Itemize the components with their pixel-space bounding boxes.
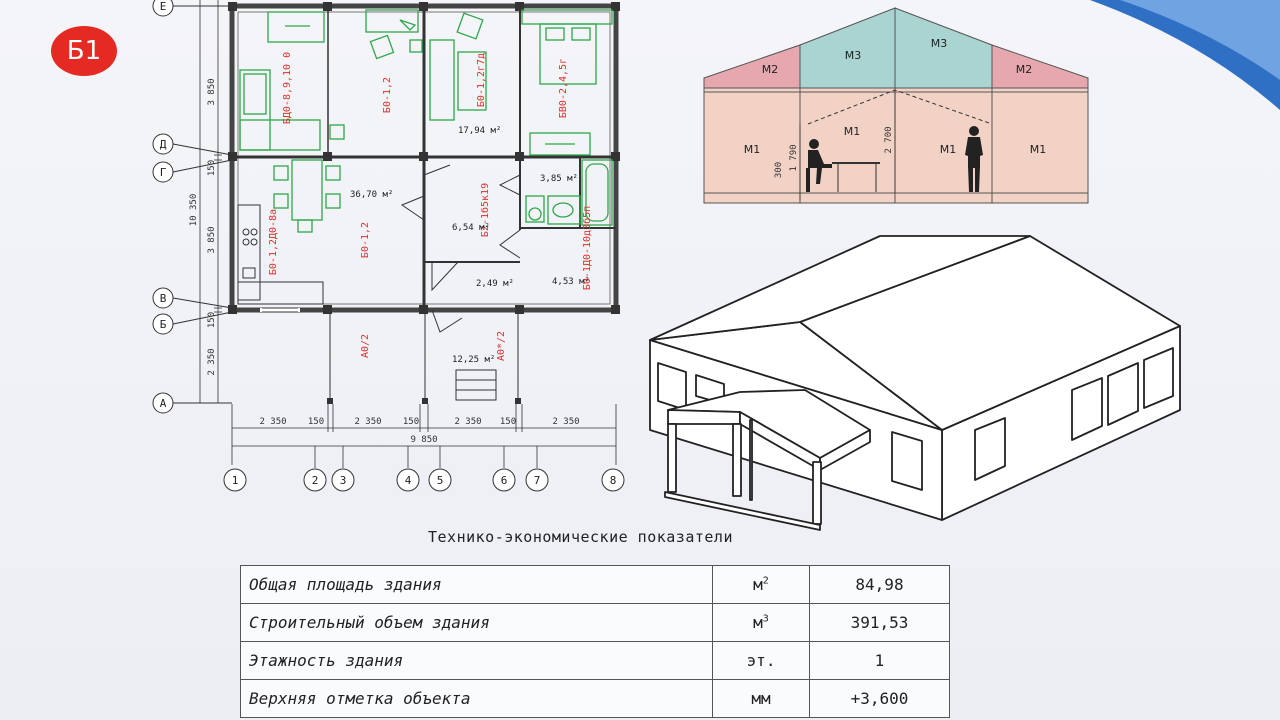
axis-letter-d: Д [160,138,167,151]
row-value: 391,53 [809,603,950,642]
row-value: 1 [809,641,950,680]
section-dim-0: 300 [774,162,784,178]
section-drawing [703,7,1089,204]
axis-letter-a: А [160,397,167,410]
dim-left-0: 3 850 [207,78,217,105]
unit-text: м [753,575,763,594]
dim-left-1: 150 [207,160,217,176]
dim-bottom-4: 2 350 [454,417,481,427]
table-row: Общая площадь здания м2 84,98 [240,565,950,604]
axis-letter-e: Е [160,0,167,13]
furniture [239,9,613,233]
axis-number-7: 7 [534,474,541,487]
room-label-9: А0*/2 [496,331,507,361]
section-zone-main-1: М1 [844,125,861,138]
dim-bottom-2: 2 350 [354,417,381,427]
axis-letter-b: Б [160,318,167,331]
row-unit: м2 [712,565,810,604]
dim-bottom-1: 150 [308,417,324,427]
row-name: Верхняя отметка объекта [240,679,713,718]
area-label-3: 6,54 м² [452,223,490,233]
dim-bottom-5: 150 [500,417,516,427]
dim-left-4: 2 350 [207,348,217,375]
dim-bottom-3: 150 [403,417,419,427]
row-name: Строительный объем здания [240,603,713,642]
axis-bubbles-left [152,0,233,414]
room-label-8: А0/2 [360,334,371,358]
section-zone-main-0: М1 [744,143,761,156]
section-zone-top-2: М3 [931,37,948,50]
table-row: Верхняя отметка объекта мм +3,600 [240,679,950,718]
section-zone-top-0: М2 [762,63,779,76]
room-label-6: Б2-1б5к19 [479,183,491,237]
room-label-7: Б0-1Д0-10д3б5п [581,206,593,290]
table-row: Этажность здания эт. 1 [240,641,950,680]
section-dim-1: 1 790 [789,144,799,171]
section-zone-top-1: М3 [845,49,862,62]
house-axonometric [649,235,1181,531]
dim-left-3: 150 [207,312,217,328]
unit-text: мм [751,689,771,708]
table-title: Технико-экономические показатели [428,528,733,546]
section-zone-top-3: М2 [1016,63,1033,76]
person-standing-icon [965,126,983,192]
unit-sup: 3 [762,613,769,625]
row-value: +3,600 [809,679,950,718]
dim-lines-bottom [231,404,617,468]
row-name: Общая площадь здания [240,565,713,604]
dim-bottom-0: 2 350 [259,417,286,427]
axis-number-2: 2 [312,474,319,487]
indicators-table: Общая площадь здания м2 84,98 Строительн… [240,565,950,718]
axis-letter-v: В [160,292,167,305]
dim-bottom-6: 2 350 [552,417,579,427]
person-seated-icon [806,139,832,192]
axis-number-4: 4 [405,474,412,487]
row-value: 84,98 [809,565,950,604]
row-unit: мм [712,679,810,718]
room-label-1: Б0-1,2 [382,77,393,113]
section-zone-main-2: М1 [940,143,957,156]
area-label-5: 4,53 м² [552,277,590,287]
axis-letter-g: Г [160,166,167,179]
dim-left-2: 3 850 [207,226,217,253]
unit-text: м [753,613,763,632]
area-label-6: 12,25 м² [452,355,495,365]
area-label-2: 3,85 м² [540,174,578,184]
slide-badge: Б1 [51,26,117,76]
axis-number-6: 6 [501,474,508,487]
corner-swoosh-light [1120,0,1280,80]
row-unit: эт. [712,641,810,680]
room-label-2: Б0-1,2г7д [476,53,487,107]
axis-number-5: 5 [437,474,444,487]
axis-bubbles-bottom [223,468,625,492]
room-label-4: Б0-1,2Д0-8а [268,209,279,275]
unit-text: эт. [746,651,776,670]
table-row: Строительный объем здания м3 391,53 [240,603,950,642]
dim-bottom-total: 9 850 [410,435,437,445]
unit-sup: 2 [762,575,769,587]
area-label-1: 36,70 м² [350,190,393,200]
area-label-0: 17,94 м² [458,126,501,136]
section-zone-main-3: М1 [1030,143,1047,156]
room-label-5: Б0-1,2 [360,222,371,258]
section-dim-2: 2 700 [884,126,894,153]
row-name: Этажность здания [240,641,713,680]
room-label-0: БД0-8,9,10 0 [282,52,293,124]
dim-lines-left [196,0,222,404]
room-label-3: БВ0-2,4,5г [558,58,569,118]
axis-number-8: 8 [610,474,617,487]
row-unit: м3 [712,603,810,642]
axis-number-1: 1 [232,474,239,487]
dim-left-total: 10 350 [189,194,199,227]
area-label-4: 2,49 м² [476,279,514,289]
axis-number-3: 3 [340,474,347,487]
